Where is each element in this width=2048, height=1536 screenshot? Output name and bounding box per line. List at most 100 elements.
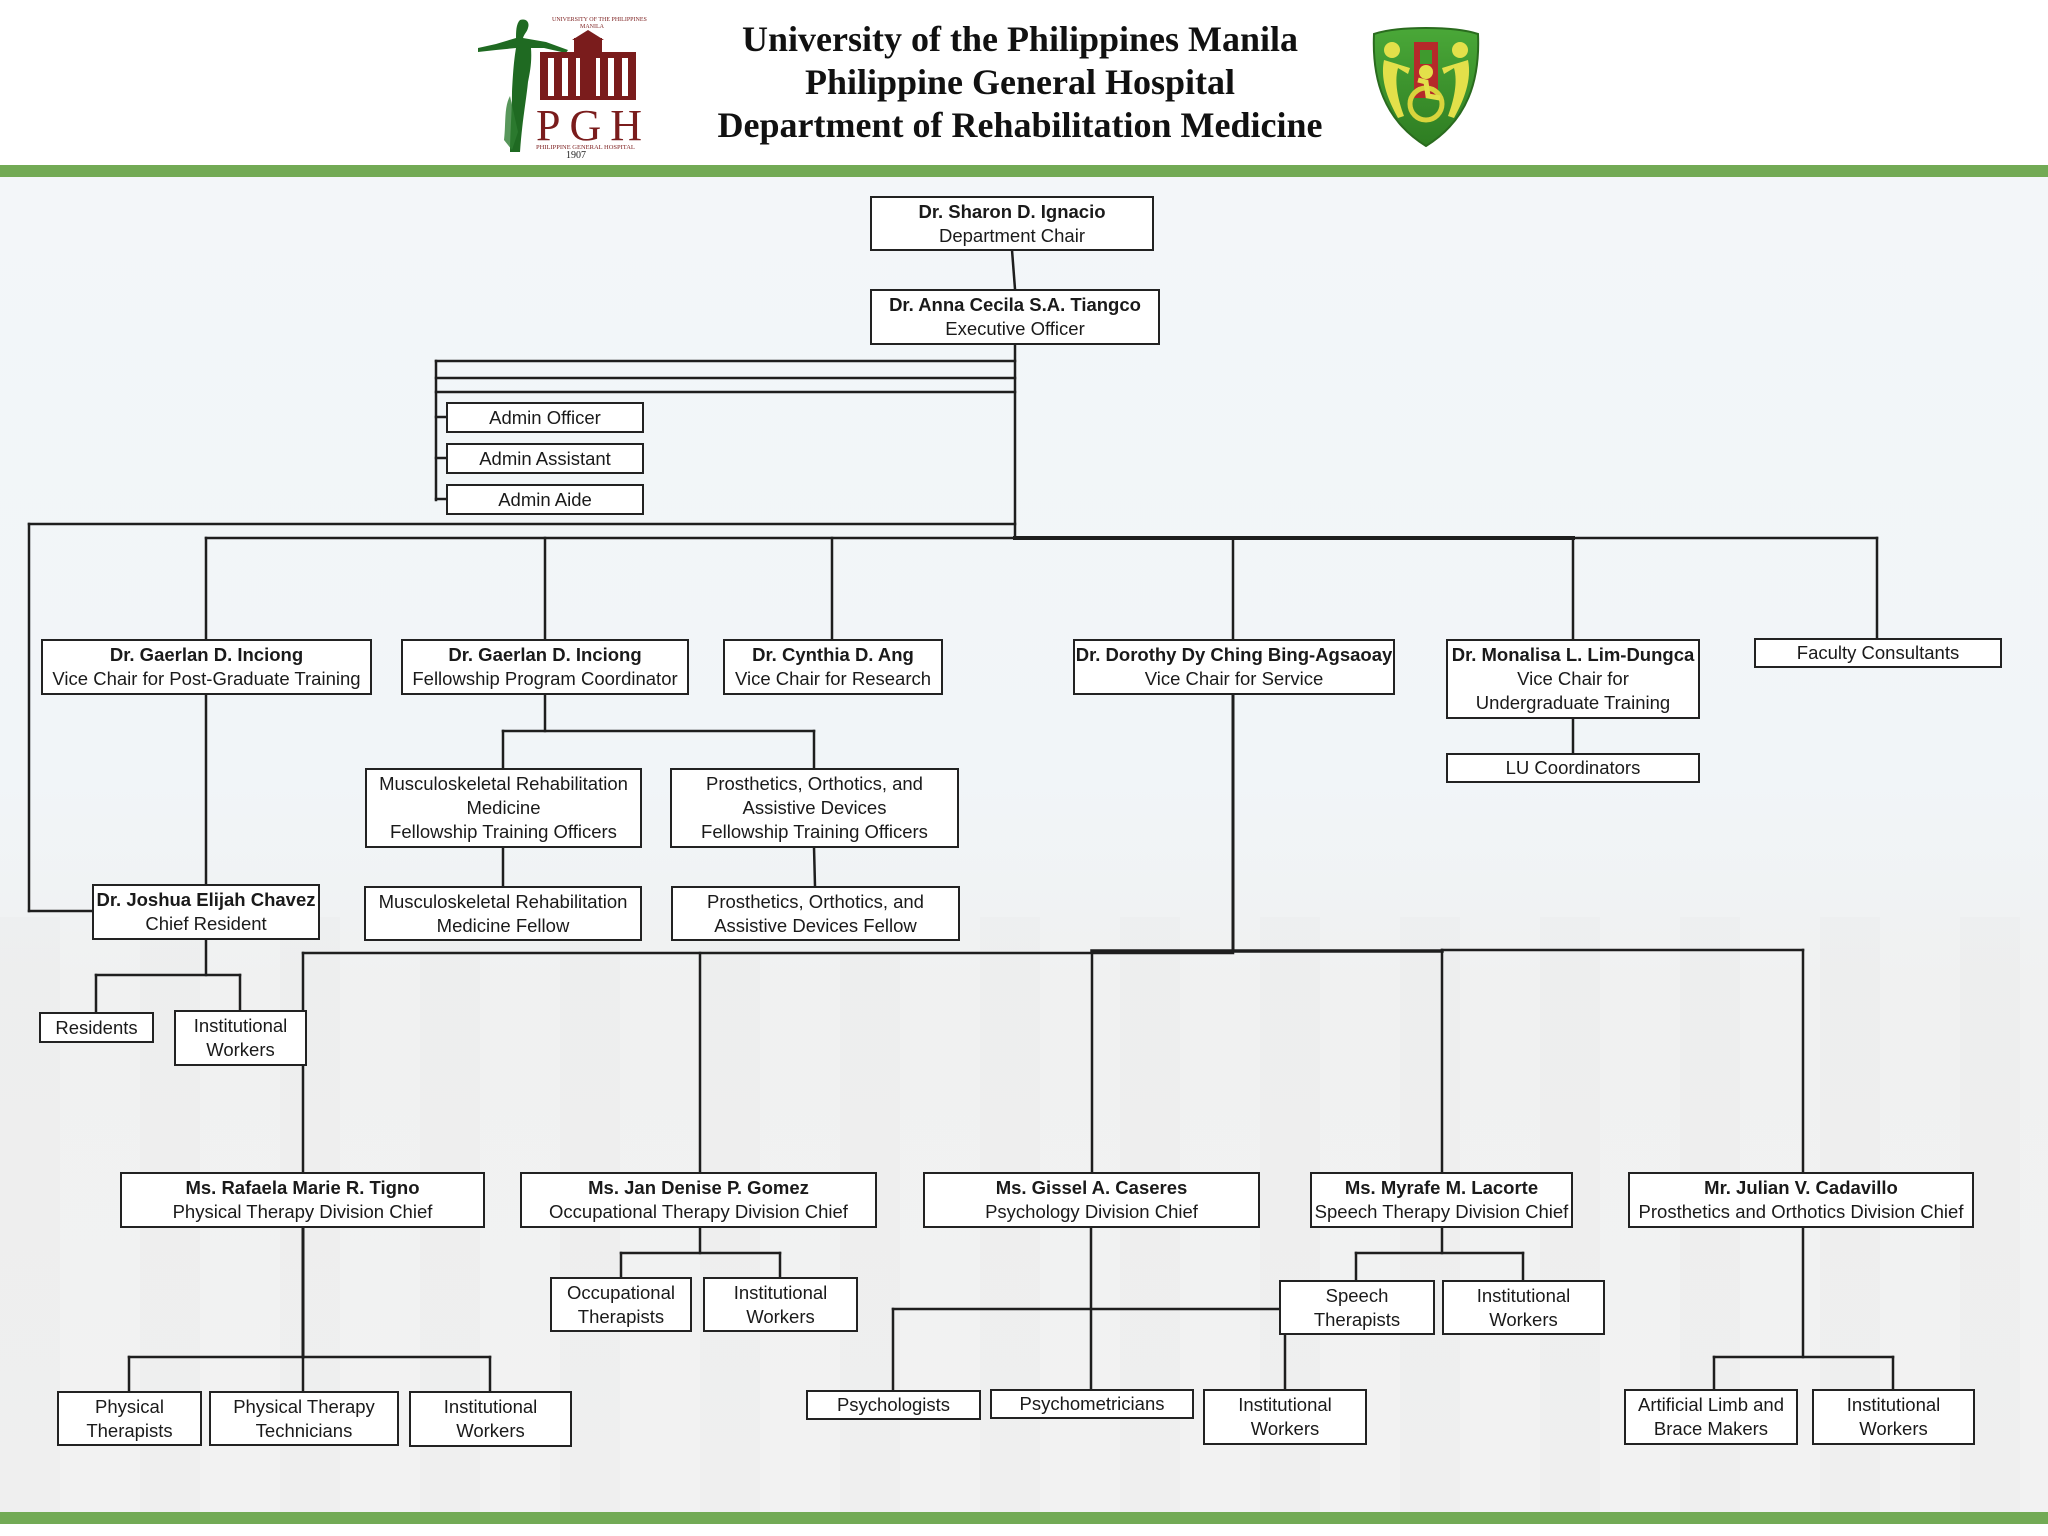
node-label: Admin Assistant (479, 447, 611, 469)
node-po-division-chief: Mr. Julian V. Cadavillo Prosthetics and … (1628, 1172, 1974, 1228)
node-physical-therapists: Physical Therapists (57, 1391, 202, 1446)
node-role: Speech Therapy Division Chief (1314, 1201, 1569, 1222)
node-label: Speech Therapists (1313, 1284, 1401, 1330)
node-name: Dr. Sharon D. Ignacio (918, 200, 1106, 222)
node-label: Prosthetics, Orthotics, and Assistive De… (701, 773, 928, 842)
node-occupational-therapists: Occupational Therapists (550, 1277, 692, 1332)
node-name: Dr. Cynthia D. Ang (752, 644, 914, 665)
pgh-monogram: PGH (536, 101, 642, 150)
node-role: Chief Resident (145, 913, 267, 934)
footer-divider (0, 1512, 2048, 1524)
pgh-logo-icon: UNIVERSITY OF THE PHILIPPINES MANILA PGH… (478, 17, 647, 158)
node-vc-postgrad: Dr. Gaerlan D. Inciong Vice Chair for Po… (41, 639, 372, 695)
node-label: Prosthetics, Orthotics, and Assistive De… (707, 890, 924, 936)
node-name: Ms. Rafaela Marie R. Tigno (185, 1177, 420, 1198)
node-limb-brace-makers: Artificial Limb and Brace Makers (1624, 1389, 1798, 1445)
node-role: Physical Therapy Division Chief (172, 1201, 433, 1222)
node-name: Dr. Anna Cecila S.A. Tiangco (889, 294, 1141, 315)
node-poad-fellow: Prosthetics, Orthotics, and Assistive De… (671, 886, 960, 941)
node-label: Faculty Consultants (1796, 642, 1960, 663)
node-label: LU Coordinators (1505, 757, 1641, 778)
pgh-logo-subtitle: PHILIPPINE GENERAL HOSPITAL (536, 144, 635, 151)
node-label: Institutional Workers (1476, 1284, 1571, 1330)
node-vc-research: Dr. Cynthia D. Ang Vice Chair for Resear… (723, 639, 943, 695)
node-pt-institutional-workers: Institutional Workers (409, 1391, 572, 1447)
node-name: Ms. Gissel A. Caseres (995, 1177, 1188, 1198)
node-ot-division-chief: Ms. Jan Denise P. Gomez Occupational The… (520, 1172, 877, 1228)
node-psychologists: Psychologists (806, 1390, 981, 1420)
node-residents: Residents (39, 1012, 154, 1043)
node-psychology-division-chief: Ms. Gissel A. Caseres Psychology Divisio… (923, 1172, 1260, 1228)
title-line-department: Department of Rehabilitation Medicine (717, 105, 1323, 145)
node-psych-institutional-workers: Institutional Workers (1203, 1389, 1367, 1445)
node-pt-division-chief: Ms. Rafaela Marie R. Tigno Physical Ther… (120, 1172, 485, 1228)
node-faculty-consultants: Faculty Consultants (1754, 638, 2002, 668)
header-divider (0, 165, 2048, 177)
node-lu-coordinators: LU Coordinators (1446, 753, 1700, 783)
node-label: Institutional Workers (193, 1015, 288, 1060)
node-name: Dr. Gaerlan D. Inciong (448, 644, 642, 665)
pgh-logo-top-text-2: MANILA (580, 24, 605, 30)
node-role: Executive Officer (945, 318, 1085, 339)
node-role: Department Chair (938, 224, 1085, 246)
node-name: Dr. Gaerlan D. Inciong (109, 644, 304, 665)
node-role: Occupational Therapy Division Chief (549, 1201, 848, 1222)
page-title: University of the Philippines Manila Phi… (690, 18, 1350, 147)
node-label: Physical Therapists (86, 1395, 173, 1441)
node-pt-technicians: Physical Therapy Technicians (209, 1391, 399, 1446)
edge-chair-exec (1010, 248, 1017, 291)
node-label: Artificial Limb and Brace Makers (1637, 1394, 1784, 1439)
node-speech-division-chief: Ms. Myrafe M. Lacorte Speech Therapy Div… (1310, 1172, 1573, 1228)
title-line-hospital: Philippine General Hospital (804, 62, 1236, 102)
node-msk-fellowship-training-officers: Musculoskeletal Rehabilitation Medicine … (365, 768, 642, 848)
node-fellowship-coordinator: Dr. Gaerlan D. Inciong Fellowship Progra… (401, 639, 689, 695)
header: UNIVERSITY OF THE PHILIPPINES MANILA PGH… (0, 0, 2048, 165)
node-role: Psychology Division Chief (985, 1201, 1198, 1222)
node-cr-institutional-workers: Institutional Workers (174, 1010, 307, 1066)
pgh-logo-year: 1907 (566, 150, 586, 158)
node-role: Fellowship Program Coordinator (412, 668, 678, 689)
node-vc-undergrad: Dr. Monalisa L. Lim-Dungca Vice Chair fo… (1446, 639, 1700, 719)
node-psychometricians: Psychometricians (990, 1389, 1194, 1419)
node-label: Musculoskeletal Rehabilitation Medicine … (379, 773, 628, 842)
node-chief-resident: Dr. Joshua Elijah Chavez Chief Resident (92, 884, 320, 940)
node-role: Vice Chair for Research (734, 668, 932, 689)
node-vc-service: Dr. Dorothy Dy Ching Bing-Agsaoay Vice C… (1073, 639, 1395, 695)
edge-poad-fellow (812, 845, 817, 888)
node-label: Institutional Workers (443, 1396, 538, 1441)
node-role: Vice Chair for Undergraduate Training (1475, 668, 1671, 713)
node-name: Mr. Julian V. Cadavillo (1704, 1177, 1898, 1198)
node-label: Admin Officer (489, 406, 601, 428)
rehab-medicine-shield-icon (1372, 27, 1480, 148)
node-admin-officer: Admin Officer (446, 402, 644, 433)
node-poad-fellowship-training-officers: Prosthetics, Orthotics, and Assistive De… (670, 768, 959, 848)
node-name: Dr. Dorothy Dy Ching Bing-Agsaoay (1075, 644, 1393, 665)
node-ot-institutional-workers: Institutional Workers (703, 1277, 858, 1332)
node-label: Residents (55, 1016, 138, 1038)
node-name: Ms. Myrafe M. Lacorte (1344, 1177, 1539, 1198)
node-role: Vice Chair for Service (1144, 668, 1324, 689)
node-role: Prosthetics and Orthotics Division Chief (1638, 1201, 1964, 1222)
node-label: Psychometricians (1019, 1393, 1165, 1414)
node-name: Dr. Joshua Elijah Chavez (96, 889, 316, 910)
node-admin-aide: Admin Aide (446, 484, 644, 515)
node-label: Institutional Workers (1238, 1394, 1332, 1439)
node-speech-therapists: Speech Therapists (1279, 1280, 1435, 1335)
node-name: Ms. Jan Denise P. Gomez (588, 1177, 809, 1198)
node-label: Admin Aide (498, 488, 592, 510)
node-label: Physical Therapy Technicians (233, 1395, 375, 1441)
pgh-logo-top-text: UNIVERSITY OF THE PHILIPPINES (552, 17, 647, 23)
node-label: Occupational Therapists (567, 1281, 675, 1327)
node-label: Institutional Workers (1846, 1394, 1941, 1439)
node-admin-assistant: Admin Assistant (446, 443, 644, 474)
node-speech-institutional-workers: Institutional Workers (1442, 1280, 1605, 1335)
node-executive-officer: Dr. Anna Cecila S.A. Tiangco Executive O… (870, 289, 1160, 345)
node-label: Institutional Workers (733, 1281, 828, 1327)
node-po-institutional-workers: Institutional Workers (1812, 1389, 1975, 1445)
node-name: Dr. Monalisa L. Lim-Dungca (1451, 644, 1695, 665)
node-label: Musculoskeletal Rehabilitation Medicine … (378, 890, 628, 936)
node-role: Vice Chair for Post-Graduate Training (52, 668, 361, 689)
title-line-university: University of the Philippines Manila (741, 19, 1299, 59)
node-label: Psychologists (836, 1394, 951, 1415)
